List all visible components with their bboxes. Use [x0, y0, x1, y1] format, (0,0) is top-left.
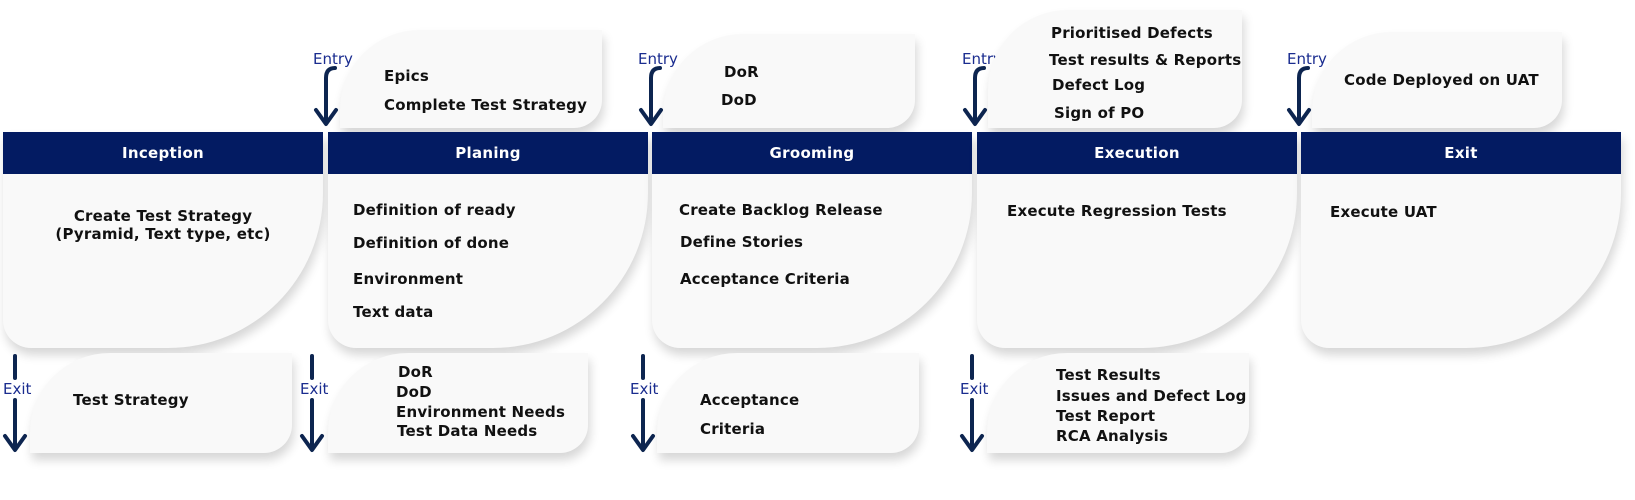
phase-card-exit: Exit Execute UAT: [1301, 132, 1621, 348]
entry-card-exit: Code Deployed on UAT: [1312, 32, 1562, 128]
entry-card-execution: Prioritised Defects Test results & Repor…: [988, 10, 1242, 128]
exit-label-planing: Exit: [300, 380, 329, 398]
entry-item: Prioritised Defects: [1051, 24, 1213, 42]
entry-card-planing: Epics Complete Test Strategy: [340, 30, 602, 128]
entry-item: DoR: [724, 63, 759, 81]
phase-item: Text data: [353, 303, 434, 321]
entry-item: DoD: [721, 91, 757, 109]
phase-card-inception: Inception Create Test Strategy (Pyramid,…: [3, 132, 323, 348]
exit-item: Environment Needs: [396, 403, 566, 421]
phase-item: (Pyramid, Text type, etc): [55, 225, 271, 243]
entry-label-grooming: Entry: [638, 50, 678, 68]
exit-item: Acceptance: [700, 391, 800, 409]
exit-item: Issues and Defect Log: [1056, 387, 1247, 405]
phase-item: Execute UAT: [1330, 203, 1437, 221]
exit-item: Criteria: [700, 420, 766, 438]
entry-label-planing: Entry: [313, 50, 353, 68]
exit-item: Test Strategy: [73, 391, 189, 409]
phase-item: Define Stories: [680, 233, 804, 251]
entry-label-exit: Entry: [1287, 50, 1327, 68]
phase-title-exit: Exit: [1301, 132, 1621, 174]
entry-arrow-grooming-icon: [639, 66, 663, 126]
exit-card-inception: Test Strategy: [30, 353, 292, 453]
phase-item: Create Test Strategy: [73, 207, 253, 225]
entry-item: Test results & Reports: [1049, 51, 1242, 69]
entry-item: Complete Test Strategy: [384, 96, 588, 114]
exit-label-grooming: Exit: [630, 380, 659, 398]
entry-arrow-planing-icon: [314, 66, 338, 126]
phase-item: Environment: [353, 270, 464, 288]
exit-arrow-planing-icon: [300, 354, 324, 452]
exit-item: RCA Analysis: [1056, 427, 1169, 445]
exit-arrow-inception-icon: [3, 354, 27, 452]
exit-item: Test Results: [1056, 366, 1161, 384]
entry-card-grooming: DoR DoD: [663, 34, 915, 128]
exit-item: DoR: [398, 363, 433, 381]
exit-card-execution: Test Results Issues and Defect Log Test …: [987, 353, 1249, 453]
exit-label-execution: Exit: [960, 380, 989, 398]
phase-item: Create Backlog Release: [679, 201, 883, 219]
exit-arrow-execution-icon: [960, 354, 984, 452]
exit-label-inception: Exit: [3, 380, 32, 398]
phase-card-execution: Execution Execute Regression Tests: [977, 132, 1297, 348]
exit-arrow-grooming-icon: [631, 354, 655, 452]
entry-item: Defect Log: [1052, 76, 1146, 94]
entry-arrow-exit-icon: [1287, 66, 1311, 126]
entry-item: Sign of PO: [1054, 104, 1145, 122]
entry-item: Code Deployed on UAT: [1344, 71, 1539, 89]
exit-item: Test Report: [1056, 407, 1156, 425]
exit-card-planing: DoR DoD Environment Needs Test Data Need…: [328, 353, 588, 453]
exit-item: DoD: [396, 383, 432, 401]
entry-item: Epics: [384, 67, 429, 85]
phase-title-planing: Planing: [328, 132, 648, 174]
phase-card-planing: Planing Definition of ready Definition o…: [328, 132, 648, 348]
phase-card-grooming: Grooming Create Backlog Release Define S…: [652, 132, 972, 348]
phase-item: Definition of done: [353, 234, 510, 252]
entry-arrow-execution-icon: [963, 66, 987, 126]
phase-item: Execute Regression Tests: [1007, 202, 1227, 220]
phase-title-inception: Inception: [3, 132, 323, 174]
phase-title-grooming: Grooming: [652, 132, 972, 174]
phase-item: Definition of ready: [353, 201, 516, 219]
exit-card-grooming: Acceptance Criteria: [657, 353, 919, 453]
phase-item: Acceptance Criteria: [680, 270, 850, 288]
phase-title-execution: Execution: [977, 132, 1297, 174]
exit-item: Test Data Needs: [397, 422, 538, 440]
